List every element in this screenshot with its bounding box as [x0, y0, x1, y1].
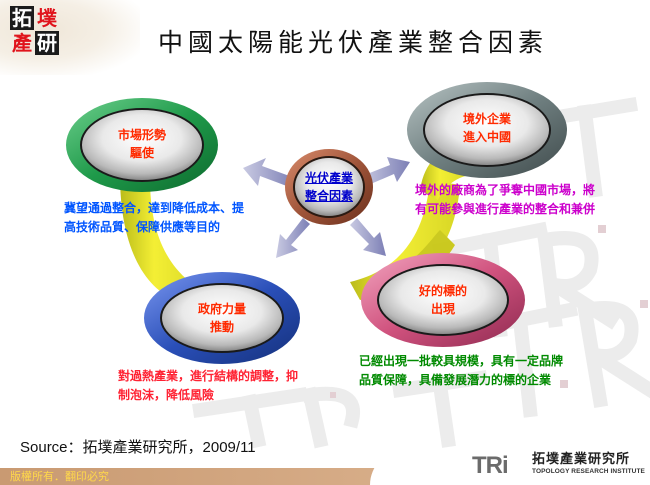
- arrows: [243, 157, 410, 258]
- desc-targets-line1: 已經出現一批較具規模，具有一定品牌: [359, 354, 564, 368]
- node-foreign-line1: 境外企業: [462, 112, 511, 126]
- node-center-ring: [285, 149, 373, 225]
- desc-targets-line2: 品質保障，具備發展潛力的標的企業: [359, 373, 552, 387]
- node-government-line1: 政府力量: [197, 302, 246, 316]
- logo-char: 研: [35, 31, 59, 55]
- tri-logo-badge: 拓 墣 產 研: [10, 6, 60, 56]
- node-targets-ring: [361, 253, 525, 347]
- brand-chinese-name: 拓墣產業研究所: [532, 452, 631, 467]
- desc-market-line1: 冀望通過整合，達到降低成本、提: [64, 201, 245, 215]
- center-line1[interactable]: 光伏產業: [304, 171, 353, 185]
- footer-logo-backdrop: [370, 450, 650, 485]
- node-foreign-ring: [407, 82, 567, 178]
- node-market-line2: 驅使: [129, 146, 154, 160]
- logo-char: 產: [12, 31, 32, 55]
- source-citation: Source：拓墣產業研究所，2009/11: [20, 439, 256, 456]
- desc-market: 冀望通過整合，達到降低成本、提 高技術品質、保障供應等目的: [64, 199, 244, 237]
- node-targets-line2: 出現: [430, 302, 455, 316]
- node-market-ring: [66, 98, 218, 192]
- node-targets: 好的標的 出現: [381, 283, 505, 323]
- center-link[interactable]: 光伏產業 整合因素: [291, 169, 367, 205]
- node-market: 市場形勢 驅使: [82, 127, 202, 167]
- node-foreign-line2: 進入中國: [462, 130, 511, 144]
- node-foreign: 境外企業 進入中國: [425, 111, 549, 151]
- center-line2[interactable]: 整合因素: [304, 189, 353, 203]
- desc-foreign: 境外的廠商為了爭奪中國市場，將 有可能參與進行產業的整合和兼併: [415, 181, 595, 219]
- desc-foreign-line2: 有可能參與進行產業的整合和兼併: [415, 202, 596, 216]
- node-government-ring: [144, 272, 300, 364]
- desc-market-line2: 高技術品質、保障供應等目的: [64, 220, 221, 234]
- node-government-line2: 推動: [209, 320, 234, 334]
- desc-targets: 已經出現一批較具規模，具有一定品牌 品質保障，具備發展潛力的標的企業: [359, 352, 563, 390]
- tri-mark: TRi: [472, 452, 509, 479]
- integration-factors-diagram: [66, 82, 567, 364]
- brand-english-name: TOPOLOGY RESEARCH INSTITUTE: [532, 468, 645, 475]
- tri-brand-logo: TRi 拓墣產業研究所 TOPOLOGY RESEARCH INSTITUTE: [472, 452, 647, 482]
- node-targets-line1: 好的標的: [418, 284, 467, 298]
- desc-government-line1: 對過熱產業，進行結構的調整，抑: [118, 369, 299, 383]
- desc-foreign-line1: 境外的廠商為了爭奪中國市場，將: [415, 183, 596, 197]
- node-government: 政府力量 推動: [162, 301, 282, 341]
- node-market-line1: 市場形勢: [117, 128, 166, 142]
- logo-char: 拓: [10, 6, 34, 30]
- logo-char: 墣: [37, 6, 57, 30]
- desc-government: 對過熱產業，進行結構的調整，抑 制泡沫，降低風險: [118, 367, 298, 405]
- desc-government-line2: 制泡沫，降低風險: [118, 388, 215, 402]
- page-title: 中國太陽能光伏產業整合因素: [158, 28, 549, 57]
- copyright-notice: 版權所有．翻印必究: [10, 470, 109, 483]
